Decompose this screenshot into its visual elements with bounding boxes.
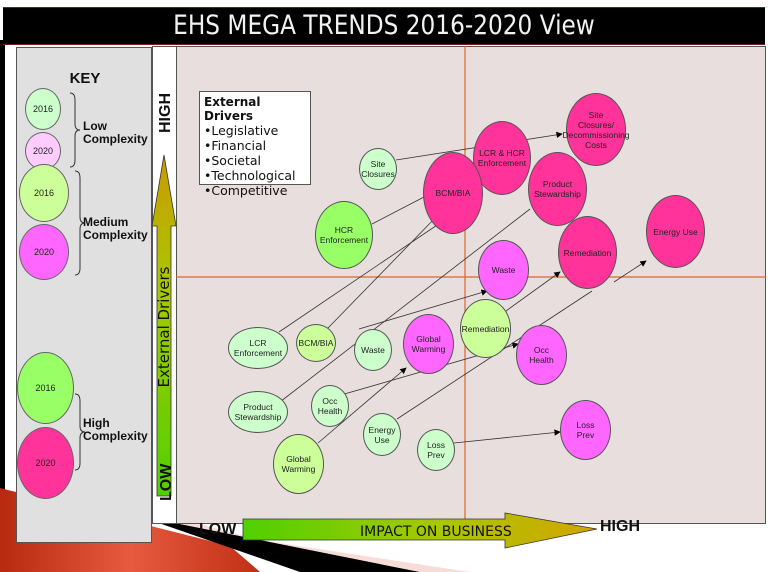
bubble-2020-bcm-bia: BCM/BIA [423, 152, 483, 234]
x-axis-high-label: HIGH [600, 518, 640, 535]
driver-item: •Legislative [204, 123, 279, 138]
brace-icon [74, 170, 86, 276]
driver-item: •Financial [204, 138, 267, 153]
key-low-2016-oval: 2016 [25, 88, 61, 130]
external-drivers-title: External Drivers [204, 95, 261, 123]
x-axis-title: IMPACT ON BUSINESS [360, 524, 512, 540]
driver-item: •Competitive [204, 183, 288, 198]
y-axis-title: External Drivers [155, 266, 173, 388]
title-bar: EHS MEGA TRENDS 2016-2020 View [3, 7, 765, 45]
brace-icon [69, 92, 81, 168]
key-low-2020-oval: 2020 [25, 132, 61, 170]
key-high-2020-oval: 2020 [17, 427, 74, 499]
bubble-2016-remediation: Remediation [460, 299, 511, 358]
y-axis-low-label: LOW [158, 463, 175, 501]
bubble-2020-energy-use: Energy Use [646, 195, 705, 268]
y-axis-high-label: HIGH [157, 93, 174, 133]
page-title: EHS MEGA TRENDS 2016-2020 View [173, 10, 595, 41]
x-axis-low-label: LOW [199, 521, 237, 538]
driver-item: •Societal [204, 153, 262, 168]
bubble-2016-waste: Waste [354, 329, 392, 371]
key-title: KEY [69, 70, 101, 87]
brace-icon [74, 393, 86, 471]
external-drivers-box: External Drivers •Legislative •Financial… [199, 91, 311, 198]
bubble-2020-waste: Waste [478, 240, 529, 300]
bubble-2020-remediation: Remediation [558, 216, 617, 289]
bubble-2016-bcm-bia: BCM/BIA [296, 324, 336, 362]
key-high-2016-oval: 2016 [17, 352, 74, 424]
key-medium-2020-oval: 2020 [19, 224, 69, 280]
key-medium-2016-oval: 2016 [19, 164, 69, 222]
driver-item: •Technological [204, 168, 296, 183]
